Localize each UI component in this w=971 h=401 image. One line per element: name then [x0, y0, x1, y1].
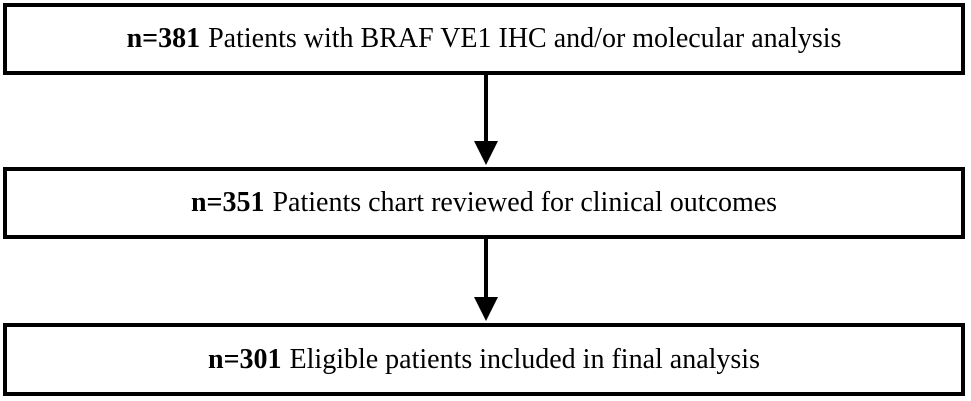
flow-step-1: n=381 Patients with BRAF VE1 IHC and/or …	[3, 3, 965, 75]
step-1-label: Patients with BRAF VE1 IHC and/or molecu…	[208, 23, 842, 54]
step-3-count: n=301	[208, 343, 282, 375]
arrow-down-icon	[474, 75, 498, 165]
step-3-label: Eligible patients included in final anal…	[289, 343, 760, 375]
flow-step-2: n=351 Patients chart reviewed for clinic…	[3, 167, 965, 239]
step-2-count: n=351	[190, 187, 265, 218]
step-1-count: n=381	[126, 23, 201, 54]
step-2-label: Patients chart reviewed for clinical out…	[272, 187, 778, 218]
arrow-down-icon	[474, 239, 498, 321]
flow-step-3: n=301 Eligible patients included in fina…	[3, 323, 965, 396]
